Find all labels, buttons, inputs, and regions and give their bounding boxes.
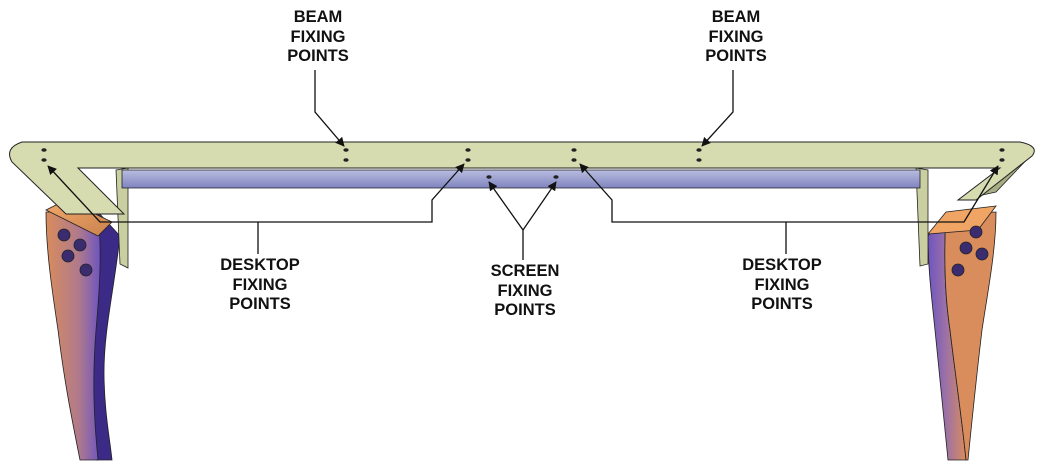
- callout-line: FIXING: [754, 275, 810, 294]
- callout-line: FIXING: [290, 27, 346, 46]
- fixing-hole: [999, 158, 1005, 162]
- callout-line: DESKTOP: [742, 256, 822, 274]
- callout-line: FIXING: [708, 27, 764, 46]
- fixing-hole: [343, 158, 349, 162]
- right-leg-bolt-hole: [969, 225, 983, 239]
- leader-lines: [47, 70, 999, 260]
- fixing-hole: [343, 148, 349, 152]
- right-leg: [927, 205, 997, 461]
- callout-beam-fixing-points-left: BEAM FIXING POINTS: [270, 8, 366, 67]
- callout-line: FIXING: [497, 281, 553, 300]
- fixing-hole: [571, 148, 577, 152]
- callout-desktop-fixing-points-left: DESKTOP FIXING POINTS: [200, 256, 320, 315]
- callout-line: DESKTOP: [220, 256, 300, 274]
- fixing-hole: [486, 175, 492, 179]
- fixing-hole: [999, 148, 1005, 152]
- leader-beam-left: [314, 70, 345, 147]
- callout-line: POINTS: [229, 295, 291, 313]
- callout-line: POINTS: [705, 47, 767, 65]
- leader-beam-right: [701, 70, 734, 147]
- callout-line: POINTS: [494, 301, 556, 319]
- leader-desktop-left-a: [47, 165, 258, 223]
- left-inner-bracket: [115, 167, 129, 269]
- fixing-holes: [41, 148, 1005, 179]
- leader-desktop-right-a: [579, 163, 786, 223]
- left-leg-bolt-hole: [57, 228, 71, 242]
- left-leg: [45, 199, 121, 461]
- fixing-hole: [571, 158, 577, 162]
- fixing-hole: [696, 158, 702, 162]
- fixing-hole: [41, 148, 47, 152]
- fixing-hole: [41, 158, 47, 162]
- right-leg-bolt-hole: [959, 241, 973, 255]
- callout-line: BEAM: [293, 8, 343, 26]
- right-inner-bracket: [915, 167, 929, 267]
- left-leg-bolt-hole: [61, 249, 75, 263]
- right-leg-bolt-hole: [975, 247, 989, 261]
- callout-line: BEAM: [711, 8, 761, 26]
- left-leg-face: [45, 211, 101, 461]
- right-leg-bolt-hole: [951, 263, 965, 277]
- leader-screen-left: [488, 181, 524, 231]
- callout-desktop-fixing-points-right: DESKTOP FIXING POINTS: [722, 256, 842, 315]
- fixing-hole: [696, 148, 702, 152]
- fixing-hole: [553, 175, 559, 179]
- callout-beam-fixing-points-right: BEAM FIXING POINTS: [688, 8, 784, 67]
- fixing-hole: [465, 148, 471, 152]
- fixing-hole: [465, 158, 471, 162]
- leader-desktop-right-b: [786, 165, 999, 223]
- callout-line: POINTS: [751, 295, 813, 313]
- left-leg-bolt-hole: [73, 238, 87, 252]
- callout-line: FIXING: [232, 275, 288, 294]
- leader-desktop-left-b: [258, 163, 465, 223]
- left-leg-bolt-hole: [79, 263, 93, 277]
- leader-screen-right: [522, 181, 557, 231]
- callout-line: POINTS: [287, 47, 349, 65]
- callout-screen-fixing-points: SCREEN FIXING POINTS: [470, 262, 580, 321]
- front-rail: [121, 169, 921, 189]
- callout-line: SCREEN: [490, 262, 560, 280]
